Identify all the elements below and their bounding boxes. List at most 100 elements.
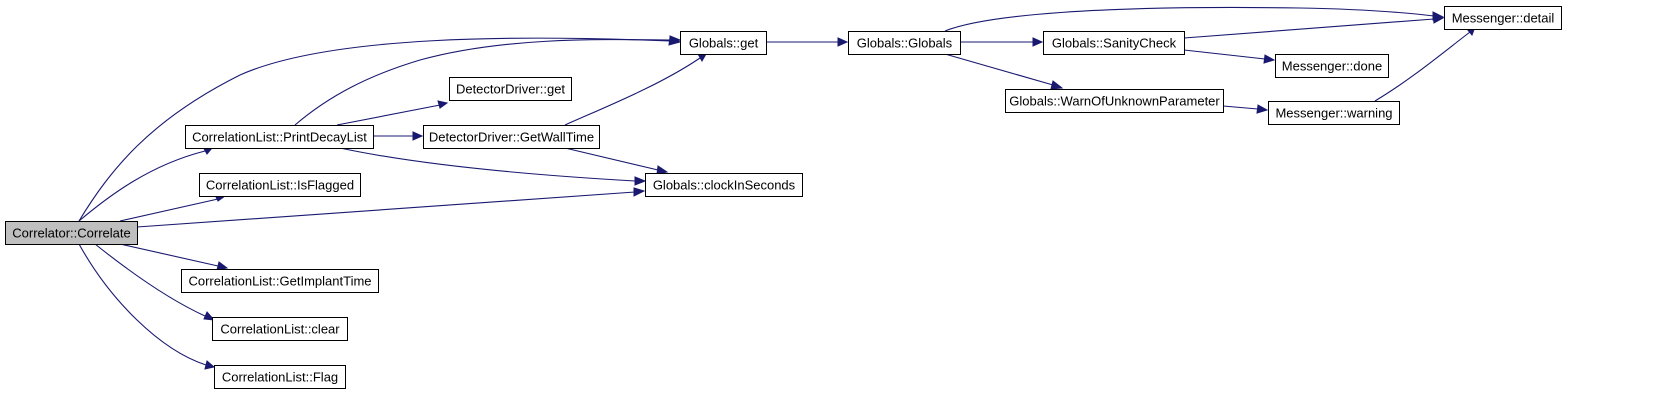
node-msg-detail[interactable]: Messenger::detail xyxy=(1444,6,1562,30)
node-label: DetectorDriver::get xyxy=(456,82,565,97)
node-implant-time[interactable]: CorrelationList::GetImplantTime xyxy=(181,269,379,293)
edge-globals-get-to-globals-ctor xyxy=(766,37,849,47)
node-label: Globals::WarnOfUnknownParameter xyxy=(1009,94,1220,109)
node-box xyxy=(1043,31,1185,55)
edge-correlate-to-is-flagged xyxy=(119,194,227,222)
node-label: Globals::SanityCheck xyxy=(1052,36,1177,51)
edge-sanity-check-to-msg-done xyxy=(1183,49,1276,64)
edge-arrowhead xyxy=(1050,80,1064,90)
edges-layer xyxy=(78,6,1476,370)
edge-arrowhead xyxy=(656,165,669,175)
edge-line xyxy=(564,57,701,126)
edge-dd-walltime-to-globals-get xyxy=(564,53,707,126)
node-box xyxy=(212,317,348,341)
node-warn-unknown[interactable]: Globals::WarnOfUnknownParameter xyxy=(1005,89,1224,113)
edge-print-decay-to-globals-get xyxy=(294,35,682,126)
edge-dd-walltime-to-clock-seconds xyxy=(564,147,669,175)
edge-line xyxy=(294,39,671,126)
edge-globals-ctor-to-warn-unknown xyxy=(944,53,1064,90)
node-box xyxy=(5,221,138,245)
node-box xyxy=(214,365,346,389)
edge-arrowhead xyxy=(697,53,707,63)
node-correlate[interactable]: Correlator::Correlate xyxy=(5,221,138,245)
edge-line xyxy=(339,147,636,182)
edge-arrowhead xyxy=(669,35,682,45)
node-box xyxy=(181,269,379,293)
node-label: Correlator::Correlate xyxy=(12,226,131,241)
edge-arrowhead xyxy=(216,261,229,271)
edge-correlate-to-print-decay xyxy=(78,146,213,222)
node-flag[interactable]: CorrelationList::Flag xyxy=(214,365,346,389)
edge-arrowhead xyxy=(837,37,849,47)
node-label: Messenger::warning xyxy=(1275,106,1392,121)
edge-line xyxy=(119,198,219,222)
edge-line xyxy=(119,243,219,267)
edge-arrowhead xyxy=(412,131,424,141)
edge-arrowhead xyxy=(437,100,449,109)
edge-line xyxy=(136,191,636,228)
edge-arrowhead xyxy=(1032,37,1044,47)
node-msg-warning[interactable]: Messenger::warning xyxy=(1268,101,1400,125)
edge-globals-ctor-to-msg-detail xyxy=(944,6,1445,32)
node-box xyxy=(1005,89,1224,113)
edge-arrowhead xyxy=(1256,104,1269,114)
edge-print-decay-to-dd-walltime xyxy=(373,131,424,141)
edge-correlate-to-clock-seconds xyxy=(136,187,646,228)
edge-arrowhead xyxy=(633,187,646,197)
node-msg-done[interactable]: Messenger::done xyxy=(1275,54,1389,78)
edge-arrowhead xyxy=(1432,14,1445,24)
node-print-decay[interactable]: CorrelationList::PrintDecayList xyxy=(185,125,374,149)
node-box xyxy=(423,125,600,149)
node-label: Messenger::done xyxy=(1282,59,1382,74)
edge-arrowhead xyxy=(634,176,647,186)
node-label: Globals::get xyxy=(689,36,759,51)
edge-print-decay-to-dd-get xyxy=(336,100,449,126)
edge-correlate-to-clear xyxy=(94,243,216,321)
node-dd-walltime[interactable]: DetectorDriver::GetWallTime xyxy=(423,125,600,149)
edge-line xyxy=(1183,18,1435,39)
node-box xyxy=(199,173,361,197)
edge-arrowhead xyxy=(1263,54,1276,64)
node-box xyxy=(449,77,572,101)
node-label: Messenger::detail xyxy=(1452,11,1555,26)
edge-line xyxy=(94,243,206,317)
node-dd-get[interactable]: DetectorDriver::get xyxy=(449,77,572,101)
node-box xyxy=(645,173,803,197)
node-label: CorrelationList::PrintDecayList xyxy=(192,130,367,145)
node-globals-ctor[interactable]: Globals::Globals xyxy=(848,31,961,55)
edge-line xyxy=(336,104,441,126)
edge-sanity-check-to-msg-detail xyxy=(1183,14,1445,39)
node-box xyxy=(680,31,767,55)
edge-warn-unknown-to-msg-warning xyxy=(1222,104,1269,114)
edge-line xyxy=(78,243,207,366)
edge-line xyxy=(78,150,206,222)
node-is-flagged[interactable]: CorrelationList::IsFlagged xyxy=(199,173,361,197)
node-globals-get[interactable]: Globals::get xyxy=(680,31,767,55)
node-label: CorrelationList::Flag xyxy=(222,370,338,385)
node-label: DetectorDriver::GetWallTime xyxy=(429,130,594,145)
node-box xyxy=(1275,54,1389,78)
node-box xyxy=(1268,101,1400,125)
edge-line xyxy=(1222,105,1259,110)
node-label: Globals::clockInSeconds xyxy=(653,178,796,193)
edge-line xyxy=(1374,31,1471,102)
node-label: CorrelationList::clear xyxy=(220,322,340,337)
node-label: Globals::Globals xyxy=(857,36,953,51)
edge-msg-warning-to-msg-detail xyxy=(1374,26,1476,102)
edge-line xyxy=(564,147,659,171)
node-clock-seconds[interactable]: Globals::clockInSeconds xyxy=(645,173,803,197)
node-label: CorrelationList::GetImplantTime xyxy=(188,274,371,289)
edge-correlate-to-implant-time xyxy=(119,243,229,271)
edge-arrowhead xyxy=(204,360,216,370)
node-box xyxy=(185,125,374,149)
edge-globals-ctor-to-sanity-check xyxy=(960,37,1044,47)
edge-line xyxy=(78,37,671,222)
node-clear[interactable]: CorrelationList::clear xyxy=(212,317,348,341)
node-box xyxy=(1444,6,1562,30)
edge-line xyxy=(944,6,1435,32)
edge-correlate-to-flag xyxy=(78,243,216,370)
node-box xyxy=(848,31,961,55)
node-sanity-check[interactable]: Globals::SanityCheck xyxy=(1043,31,1185,55)
